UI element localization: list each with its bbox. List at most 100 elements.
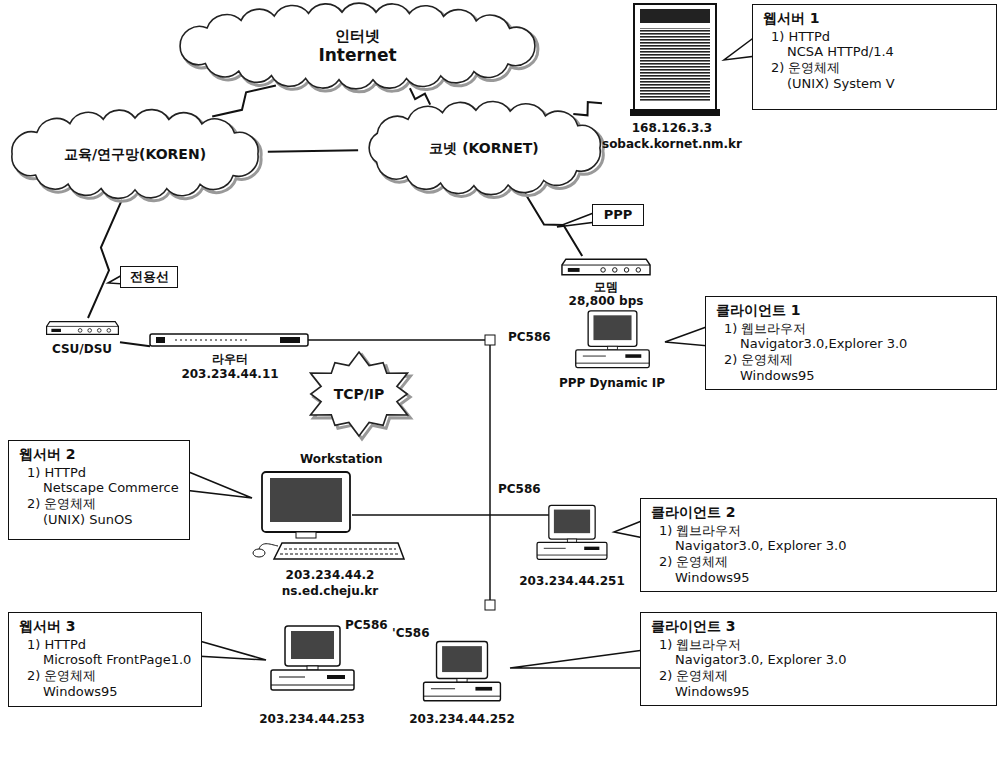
callout-item: 1) 웹브라우저	[659, 637, 986, 653]
device-group: 168.126.3.3 soback.kornet.nm.kr	[602, 2, 742, 151]
callout-item: 1) HTTPd	[27, 465, 179, 481]
client-pc	[424, 642, 501, 701]
workstation-art	[253, 549, 265, 557]
callout-item: (UNIX) SunOS	[43, 512, 179, 528]
label-anchor: PPP Dynamic IP	[559, 376, 665, 390]
callout-item: Navigator3.0, Explorer 3.0	[675, 652, 986, 668]
device-group: 'C586203.234.44.252	[392, 626, 515, 726]
label-anchor: 203.234.44.253	[259, 712, 365, 726]
link-zigzag	[525, 193, 582, 256]
device-group: Workstation 203.234.44.2 ns.ed.cheju.kr	[252, 452, 406, 598]
callout-item: Windows95	[43, 684, 191, 700]
device-label: PC586	[508, 330, 551, 344]
tag-label: 전용선	[130, 269, 169, 285]
spec-callout: 웹서버 11) HTTPdNCSA HTTPd/1.42) 운영체제(UNIX)…	[752, 4, 997, 110]
server-tower	[640, 9, 710, 23]
lan-bus	[308, 339, 490, 341]
server-pc	[271, 626, 354, 690]
device-group: 라우터203.234.44.11	[150, 332, 308, 381]
callout-item: 2) 운영체제	[659, 554, 986, 570]
device-label: 28,800 bps	[569, 294, 644, 308]
cloud-outline	[12, 110, 258, 199]
link-zigzag	[573, 102, 602, 115]
label-anchor: Workstation	[300, 452, 383, 466]
callout-item: Netscape Commerce	[43, 480, 179, 496]
tag-label: PPP	[604, 207, 633, 223]
device-label: PC586	[498, 482, 541, 496]
callout-item: 1) 웹브라우저	[659, 523, 986, 539]
device-label: 'C586	[392, 626, 430, 640]
callout-heading: 웹서버 1	[763, 10, 986, 27]
workstation-art	[253, 472, 404, 559]
callout-item: Navigator3.0,Explorer 3.0	[740, 336, 986, 352]
device-group: PC586 203.234.44.253	[259, 618, 387, 726]
router-unit	[150, 334, 308, 346]
lan-bus	[485, 600, 495, 610]
device-label: soback.kornet.nm.kr	[602, 137, 742, 151]
label-anchor: 203.234.44.2	[286, 568, 375, 582]
spec-callout: 클라이언트 2 1) 웹브라우저Navigator3.0, Explorer 3.…	[640, 498, 997, 592]
callout-item: Windows95	[740, 368, 986, 384]
label-anchor: 203.234.44.251	[519, 574, 625, 588]
label-anchor: PC586	[345, 618, 388, 632]
device-label: 203.234.44.11	[181, 367, 278, 381]
protocol-label: TCP/IP	[334, 386, 385, 403]
label-anchor: PC586	[508, 330, 551, 344]
device-label: 168.126.3.3	[632, 121, 712, 135]
workstation-art	[270, 478, 342, 522]
label-anchor: CSU/DSU	[52, 342, 112, 356]
client-pc	[576, 311, 650, 368]
callout-heading: 클라이언트 3	[651, 618, 986, 635]
device-group: PC586 203.234.44.251	[498, 482, 625, 588]
device-label: CSU/DSU	[52, 342, 112, 356]
device-group: PC586PPP Dynamic IP	[508, 310, 665, 390]
workstation-art	[280, 554, 399, 555]
cloud-outline	[180, 3, 535, 89]
callout-item: Navigator3.0, Explorer 3.0	[675, 538, 986, 554]
label-anchor: 라우터	[212, 352, 248, 366]
server-tower	[640, 28, 710, 102]
link-line	[120, 342, 150, 346]
workstation-art	[259, 544, 278, 549]
device-label: 203.234.44.2	[286, 568, 375, 582]
lan-bus	[490, 514, 549, 516]
callout-item: Microsoft FrontPage1.0	[43, 652, 191, 668]
callout-heading: 클라이언트 1	[716, 302, 986, 319]
callout-tail	[196, 640, 266, 660]
label-anchor: 'C586	[392, 626, 430, 640]
device-label: ns.ed.cheju.kr	[282, 584, 378, 598]
device-label: 모뎀	[594, 280, 618, 294]
spec-callout: 클라이언트 3 1) 웹브라우저Navigator3.0, Explorer 3.…	[640, 612, 997, 706]
workstation-art	[296, 532, 316, 538]
callout-item: Windows95	[675, 570, 986, 586]
callout-item: Windows95	[675, 684, 986, 700]
link-zigzag	[212, 86, 276, 117]
link-line	[268, 150, 358, 152]
network-cloud: 코넷 (KORNET)	[358, 100, 610, 196]
device-label: Workstation	[300, 452, 383, 466]
server-tower	[634, 4, 716, 110]
cloud-label: 인터넷	[335, 27, 380, 45]
callout-heading: 클라이언트 2	[651, 504, 986, 521]
server-tower	[630, 109, 720, 116]
callout-tail	[665, 326, 709, 346]
callout-heading: 웹서버 2	[19, 446, 179, 463]
label-anchor: ns.ed.cheju.kr	[282, 584, 378, 598]
label-anchor: 28,800 bps	[569, 294, 644, 308]
callout-heading: 웹서버 3	[19, 618, 191, 635]
device-label: 203.234.44.251	[519, 574, 625, 588]
label-anchor: PC586	[498, 482, 541, 496]
device-group: 모뎀28,800 bps	[560, 256, 652, 308]
callout-item: 2) 운영체제	[724, 352, 986, 368]
label-anchor: soback.kornet.nm.kr	[602, 137, 742, 151]
lan-bus	[485, 335, 495, 345]
device-label: 라우터	[212, 352, 248, 366]
spec-callout: 웹서버 21) HTTPdNetscape Commerce2) 운영체제(UN…	[8, 440, 190, 540]
router-unit	[156, 337, 165, 343]
csu-dsu-unit	[47, 322, 119, 335]
callout-item: 1) 웹브라우저	[724, 321, 986, 337]
csu-dsu-unit	[47, 322, 119, 335]
network-cloud: 교육/연구망(KOREN)	[2, 108, 268, 200]
router-unit	[150, 334, 308, 346]
